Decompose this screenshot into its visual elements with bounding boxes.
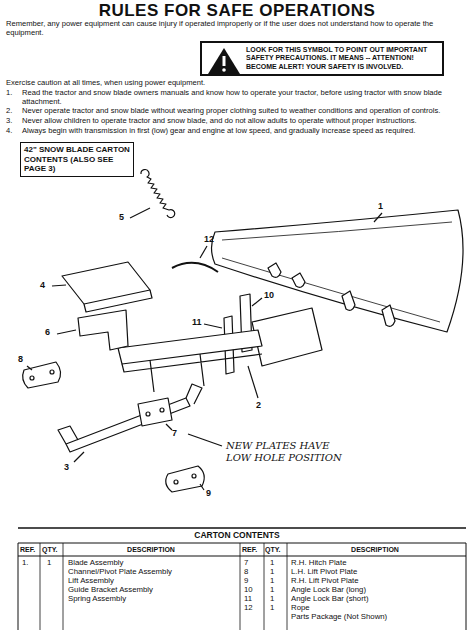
table-cell: 1: [270, 577, 284, 586]
table-cell: 1: [270, 586, 284, 595]
intro-text: Remember, any power equipment can cause …: [6, 20, 468, 37]
table-cell: Rope: [291, 604, 463, 613]
list-number: 2.: [6, 107, 20, 116]
callout-number: 7: [172, 428, 188, 438]
list-item: Never allow children to operate tractor …: [22, 117, 468, 126]
list-item: Never operate tractor and snow blade wit…: [22, 107, 468, 116]
handwritten-note: NEW PLATES HAVE LOW HOLE POSITION: [226, 440, 348, 463]
callout-number: 8: [18, 354, 34, 364]
callout-number: 6: [45, 327, 61, 337]
table-cell: R.H. Hitch Plate: [291, 559, 463, 568]
table-cell: 8: [244, 568, 264, 577]
table-cell: 10: [244, 586, 264, 595]
table-cell: 1.: [22, 559, 40, 568]
table-cell: Guide Bracket Assembly: [68, 586, 238, 595]
table-cell: 9: [244, 577, 264, 586]
table-title: CARTON CONTENTS: [0, 531, 474, 541]
table-cell: Lift Assembly: [68, 577, 238, 586]
list-number: 1.: [6, 89, 20, 98]
list-item: Always begin with transmission in first …: [22, 127, 468, 136]
table-cell: 1: [270, 604, 284, 613]
callout-number: 5: [119, 212, 135, 222]
table-cell: 1: [270, 559, 284, 568]
callout-number: 4: [40, 280, 56, 290]
callout-number: 11: [192, 317, 208, 327]
list-number: 4.: [6, 127, 20, 136]
warning-box: LOOK FOR THIS SYMBOL TO POINT OUT IMPORT…: [200, 41, 444, 76]
section-heading-box: 42" SNOW BLADE CARTON CONTENTS (ALSO SEE…: [20, 142, 134, 177]
table-cell: Spring Assembly: [68, 595, 238, 604]
table-header: REF.: [242, 546, 264, 554]
table-header: REF.: [20, 546, 42, 554]
callout-number: 2: [256, 400, 272, 410]
caution-text: Exercise caution at all times, when usin…: [6, 79, 468, 88]
callout-number: 1: [378, 201, 394, 211]
table-cell: 1: [47, 559, 61, 568]
table-cell: Blade Assembly: [68, 559, 238, 568]
table-header: DESCRIPTION: [66, 546, 236, 554]
table-header: DESCRIPTION: [290, 546, 460, 554]
table-cell: 12: [244, 604, 264, 613]
table-cell: L.H. Lift Pivot Plate: [291, 568, 463, 577]
callout-number: 3: [64, 462, 80, 472]
table-cell: R.H. Lift Pivot Plate: [291, 577, 463, 586]
callout-number: 10: [264, 290, 280, 300]
warning-symbol: [206, 46, 242, 76]
warning-text: LOOK FOR THIS SYMBOL TO POINT OUT IMPORT…: [246, 46, 438, 71]
table-cell: 1: [270, 595, 284, 604]
table-cell: Angle Lock Bar (long): [291, 586, 463, 595]
table-header: QTY.: [42, 546, 64, 554]
table-cell: 1: [270, 568, 284, 577]
table-cell: Parts Package (Not Shown): [291, 613, 463, 622]
list-item: Read the tractor and snow blade owners m…: [22, 89, 468, 106]
table-cell: Channel/Pivot Plate Assembly: [68, 568, 238, 577]
table-cell: Angle Lock Bar (short): [291, 595, 463, 604]
callout-number: 12: [204, 234, 220, 244]
table-header: QTY.: [265, 546, 287, 554]
list-number: 3.: [6, 117, 20, 126]
table-cell: 11: [244, 595, 264, 604]
callout-number: 9: [206, 488, 222, 498]
table-cell: 7: [244, 559, 264, 568]
section-heading: 42" SNOW BLADE CARTON CONTENTS (ALSO SEE…: [24, 145, 130, 174]
page-title: RULES FOR SAFE OPERATIONS: [0, 1, 474, 21]
